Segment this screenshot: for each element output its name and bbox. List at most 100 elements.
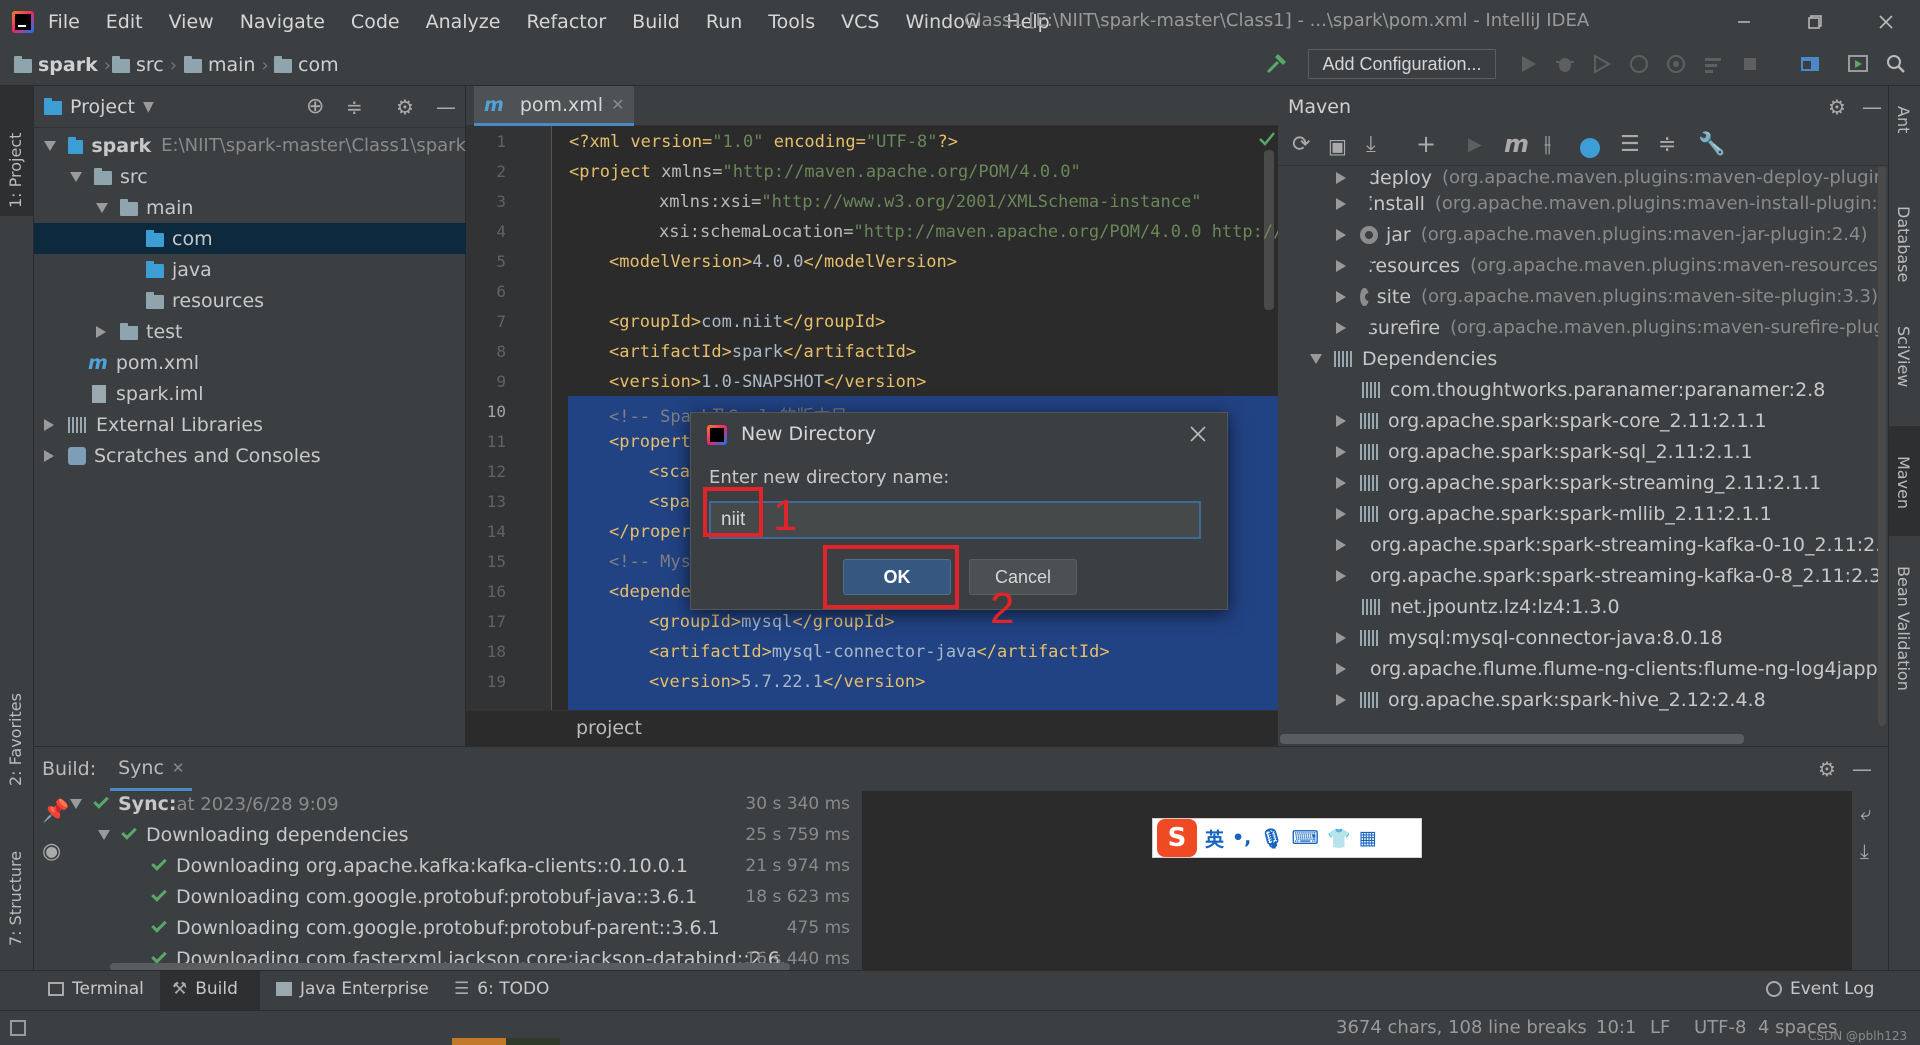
maven-plugin-resources[interactable]: resources(org.apache.maven.plugins:maven… <box>1278 250 1878 281</box>
layout-toggle-icon[interactable] <box>10 1020 26 1036</box>
maven-plugin-site[interactable]: site(org.apache.maven.plugins:maven-site… <box>1278 281 1878 312</box>
presentation-icon[interactable] <box>1846 52 1870 76</box>
project-tool-button[interactable]: 1: Project <box>6 132 25 208</box>
expand-arrow-icon[interactable] <box>70 799 82 809</box>
build-hammer-icon[interactable] <box>1264 52 1288 76</box>
hide-panel-icon[interactable]: — <box>1852 757 1872 781</box>
maven-dependency-item[interactable]: net.jpountz.lz4:lz4:1.3.0 <box>1278 591 1878 622</box>
attach-icon[interactable] <box>1664 52 1688 76</box>
java-enterprise-tool-button[interactable]: Java Enterprise <box>276 979 429 999</box>
maven-vertical-scrollbar[interactable] <box>1878 166 1886 726</box>
ant-tool-button[interactable]: Ant <box>1894 106 1913 134</box>
expand-arrow-icon[interactable] <box>96 202 108 213</box>
collapsed-arrow-icon[interactable] <box>1336 228 1346 241</box>
menu-help[interactable]: Help <box>1006 11 1050 33</box>
ok-button[interactable]: OK <box>843 559 951 595</box>
ime-language-mode[interactable]: 英 <box>1205 828 1225 851</box>
cancel-button[interactable]: Cancel <box>969 559 1077 595</box>
pin-icon[interactable]: 📌 <box>42 799 70 824</box>
eye-icon[interactable]: ◉ <box>42 839 62 864</box>
expand-arrow-icon[interactable] <box>70 171 82 182</box>
skin-icon[interactable]: 👕 <box>1326 827 1351 850</box>
settings-gear-icon[interactable]: ⚙ <box>1818 757 1836 781</box>
expand-arrow-icon[interactable] <box>1310 353 1322 364</box>
file-encoding[interactable]: UTF-8 <box>1694 1017 1747 1038</box>
toggle-offline-icon[interactable]: ⫲ <box>1544 132 1552 157</box>
run-icon[interactable] <box>1516 52 1540 76</box>
menu-refactor[interactable]: Refactor <box>526 11 607 33</box>
maven-dependency-item[interactable]: org.apache.spark:spark-core_2.11:2.1.1 <box>1278 405 1878 436</box>
search-icon[interactable] <box>1884 52 1908 76</box>
hide-panel-icon[interactable]: — <box>1862 95 1882 119</box>
maven-dependency-item[interactable]: org.apache.flume.flume-ng-clients:flume-… <box>1278 653 1878 684</box>
project-structure-icon[interactable] <box>1798 52 1822 76</box>
close-tab-icon[interactable]: ✕ <box>171 758 185 777</box>
keyboard-icon[interactable]: ⌨ <box>1291 827 1319 849</box>
breadcrumb-main[interactable]: main› <box>184 54 269 76</box>
add-icon[interactable]: + <box>1416 130 1437 158</box>
tab-pom-xml[interactable]: m pom.xml ✕ <box>474 86 635 126</box>
line-separator[interactable]: LF <box>1650 1017 1671 1038</box>
maven-dependency-item[interactable]: org.apache.spark:spark-streaming-kafka-0… <box>1278 529 1878 560</box>
maven-plugin-surefire[interactable]: surefire(org.apache.maven.plugins:maven-… <box>1278 312 1878 343</box>
event-log-tool-button[interactable]: Event Log <box>1766 979 1874 999</box>
bean-validation-tool-button[interactable]: Bean Validation <box>1894 566 1913 691</box>
collapsed-arrow-icon[interactable] <box>1336 507 1346 520</box>
tree-node-external-libraries[interactable]: External Libraries <box>34 409 466 440</box>
maven-dependency-item[interactable]: com.thoughtworks.paranamer:paranamer:2.8 <box>1278 374 1878 405</box>
add-configuration-button[interactable]: Add Configuration... <box>1308 49 1496 79</box>
maven-settings-wrench-icon[interactable]: 🔧 <box>1698 132 1726 157</box>
close-window-icon[interactable] <box>1872 8 1900 36</box>
build-tool-button[interactable]: ⚒Build <box>172 979 238 999</box>
collapsed-arrow-icon[interactable] <box>1336 693 1346 706</box>
collapsed-arrow-icon[interactable] <box>1336 631 1346 644</box>
menu-vcs[interactable]: VCS <box>841 11 880 33</box>
collapsed-arrow-icon[interactable] <box>1336 290 1346 303</box>
tree-node-resources[interactable]: resources <box>34 285 466 316</box>
maven-dependencies[interactable]: Dependencies <box>1278 343 1878 374</box>
tree-node-main[interactable]: main <box>34 192 466 223</box>
collapsed-arrow-icon[interactable] <box>1336 538 1346 551</box>
collapsed-arrow-icon[interactable] <box>1336 414 1346 427</box>
menu-edit[interactable]: Edit <box>105 11 143 33</box>
menu-tools[interactable]: Tools <box>768 11 816 33</box>
indent-setting[interactable]: 4 spaces <box>1758 1017 1838 1038</box>
toolbox-icon[interactable]: ▦ <box>1358 827 1377 849</box>
expand-arrow-icon[interactable] <box>98 830 110 840</box>
breadcrumb-com[interactable]: com <box>274 54 339 76</box>
tree-node-java[interactable]: java <box>34 254 466 285</box>
download-icon[interactable]: ⤓ <box>1366 132 1376 157</box>
skip-tests-icon[interactable] <box>1580 138 1600 158</box>
collapsed-arrow-icon[interactable] <box>44 418 54 431</box>
project-view-selector[interactable]: Project <box>70 95 136 118</box>
build-tree-scrollbar[interactable] <box>110 963 790 971</box>
ime-toolbar[interactable]: S 英 •, 🎙 ⌨ 👕 ▦ <box>1152 818 1422 858</box>
collapsed-arrow-icon[interactable] <box>96 325 106 338</box>
tab-sync[interactable]: Sync✕ <box>110 747 193 791</box>
microphone-icon[interactable]: 🎙 <box>1259 827 1284 850</box>
maven-dependency-item[interactable]: org.apache.spark:spark-hive_2.12:2.4.8 <box>1278 684 1878 715</box>
stop-icon[interactable] <box>1738 52 1762 76</box>
coverage-icon[interactable] <box>1590 52 1614 76</box>
menu-build[interactable]: Build <box>632 11 680 33</box>
tree-node-scratches[interactable]: Scratches and Consoles <box>34 440 466 471</box>
add-project-icon[interactable]: ▣ <box>1328 134 1347 158</box>
maven-dependency-item[interactable]: org.apache.spark:spark-streaming-kafka-0… <box>1278 560 1878 591</box>
soft-wrap-icon[interactable]: ⤶ <box>1860 801 1872 825</box>
build-row-item[interactable]: Downloading com.google.protobuf:protobuf… <box>151 917 850 939</box>
collapsed-arrow-icon[interactable] <box>1336 662 1346 675</box>
maven-plugin-install[interactable]: install(org.apache.maven.plugins:maven-i… <box>1278 188 1878 219</box>
collapsed-arrow-icon[interactable] <box>1336 445 1346 458</box>
settings-gear-icon[interactable]: ⚙ <box>396 94 414 119</box>
menu-file[interactable]: File <box>48 11 80 33</box>
maven-tool-button[interactable]: Maven <box>1894 456 1913 510</box>
collapsed-arrow-icon[interactable] <box>1336 321 1346 334</box>
tree-node-src[interactable]: src <box>34 161 466 192</box>
cursor-position[interactable]: 10:1 <box>1596 1017 1637 1038</box>
editor-scrollbar[interactable] <box>1264 150 1274 310</box>
run-maven-icon[interactable]: ▶ <box>1468 134 1482 155</box>
